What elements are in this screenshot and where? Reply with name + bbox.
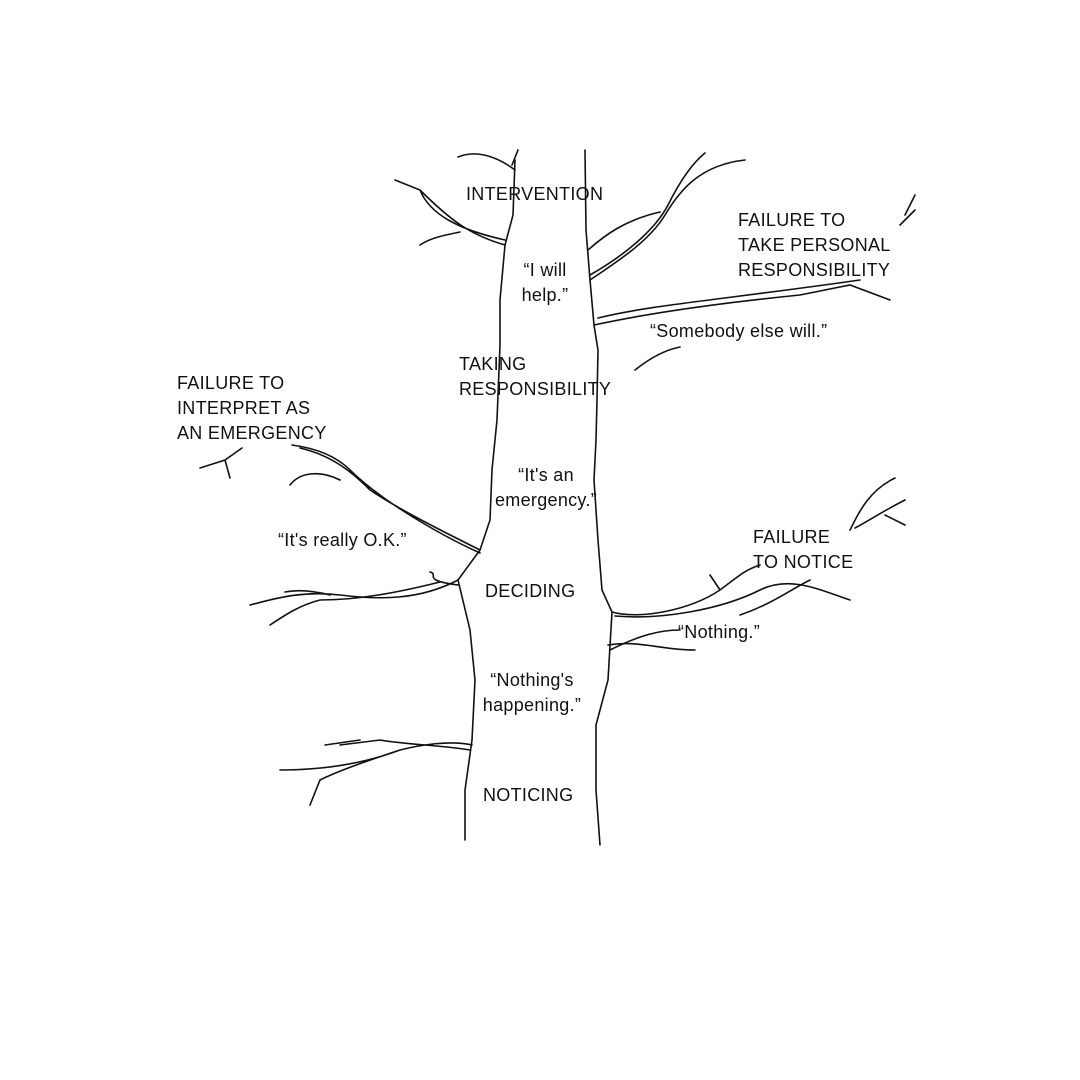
stage-taking-responsibility: TAKING RESPONSIBILITY <box>459 354 612 399</box>
branch-right-twig <box>899 194 916 226</box>
branch-top-right <box>587 152 746 281</box>
branch-right-nothing <box>607 629 696 651</box>
branch-right-small <box>634 346 681 371</box>
branch-top-left-twig <box>457 149 519 171</box>
failure-interpret-emergency: FAILURE TO INTERPRET AS AN EMERGENCY <box>177 373 327 443</box>
quote-nothing: “Nothing.” <box>678 622 761 642</box>
trunk-right-edge <box>584 149 613 846</box>
quote-nothings-happening: “Nothing's happening.” <box>482 670 582 715</box>
trunk-left-edge <box>457 159 516 841</box>
branch-right-notice-twig <box>849 477 906 531</box>
branch-right-notice <box>611 564 851 618</box>
branch-right-responsibility <box>593 279 891 326</box>
stage-intervention: INTERVENTION <box>466 184 604 204</box>
branch-left-interpret <box>289 444 481 554</box>
quote-somebody-else: “Somebody else will.” <box>650 321 828 341</box>
branch-left-interpret-twig <box>199 447 243 479</box>
failure-notice: FAILURE TO NOTICE <box>753 527 854 572</box>
stage-deciding: DECIDING <box>485 581 576 601</box>
stage-noticing: NOTICING <box>483 785 574 805</box>
failure-personal-responsibility: FAILURE TO TAKE PERSONAL RESPONSIBILITY <box>738 210 891 280</box>
branch-top-left <box>394 179 506 246</box>
branch-left-deciding <box>249 571 459 626</box>
quote-really-ok: “It's really O.K.” <box>278 530 407 550</box>
quote-i-will-help: “I will help.” <box>521 260 569 305</box>
branch-left-noticing <box>279 739 473 806</box>
stage-emergency-quote: “It's an emergency.” <box>494 465 597 510</box>
